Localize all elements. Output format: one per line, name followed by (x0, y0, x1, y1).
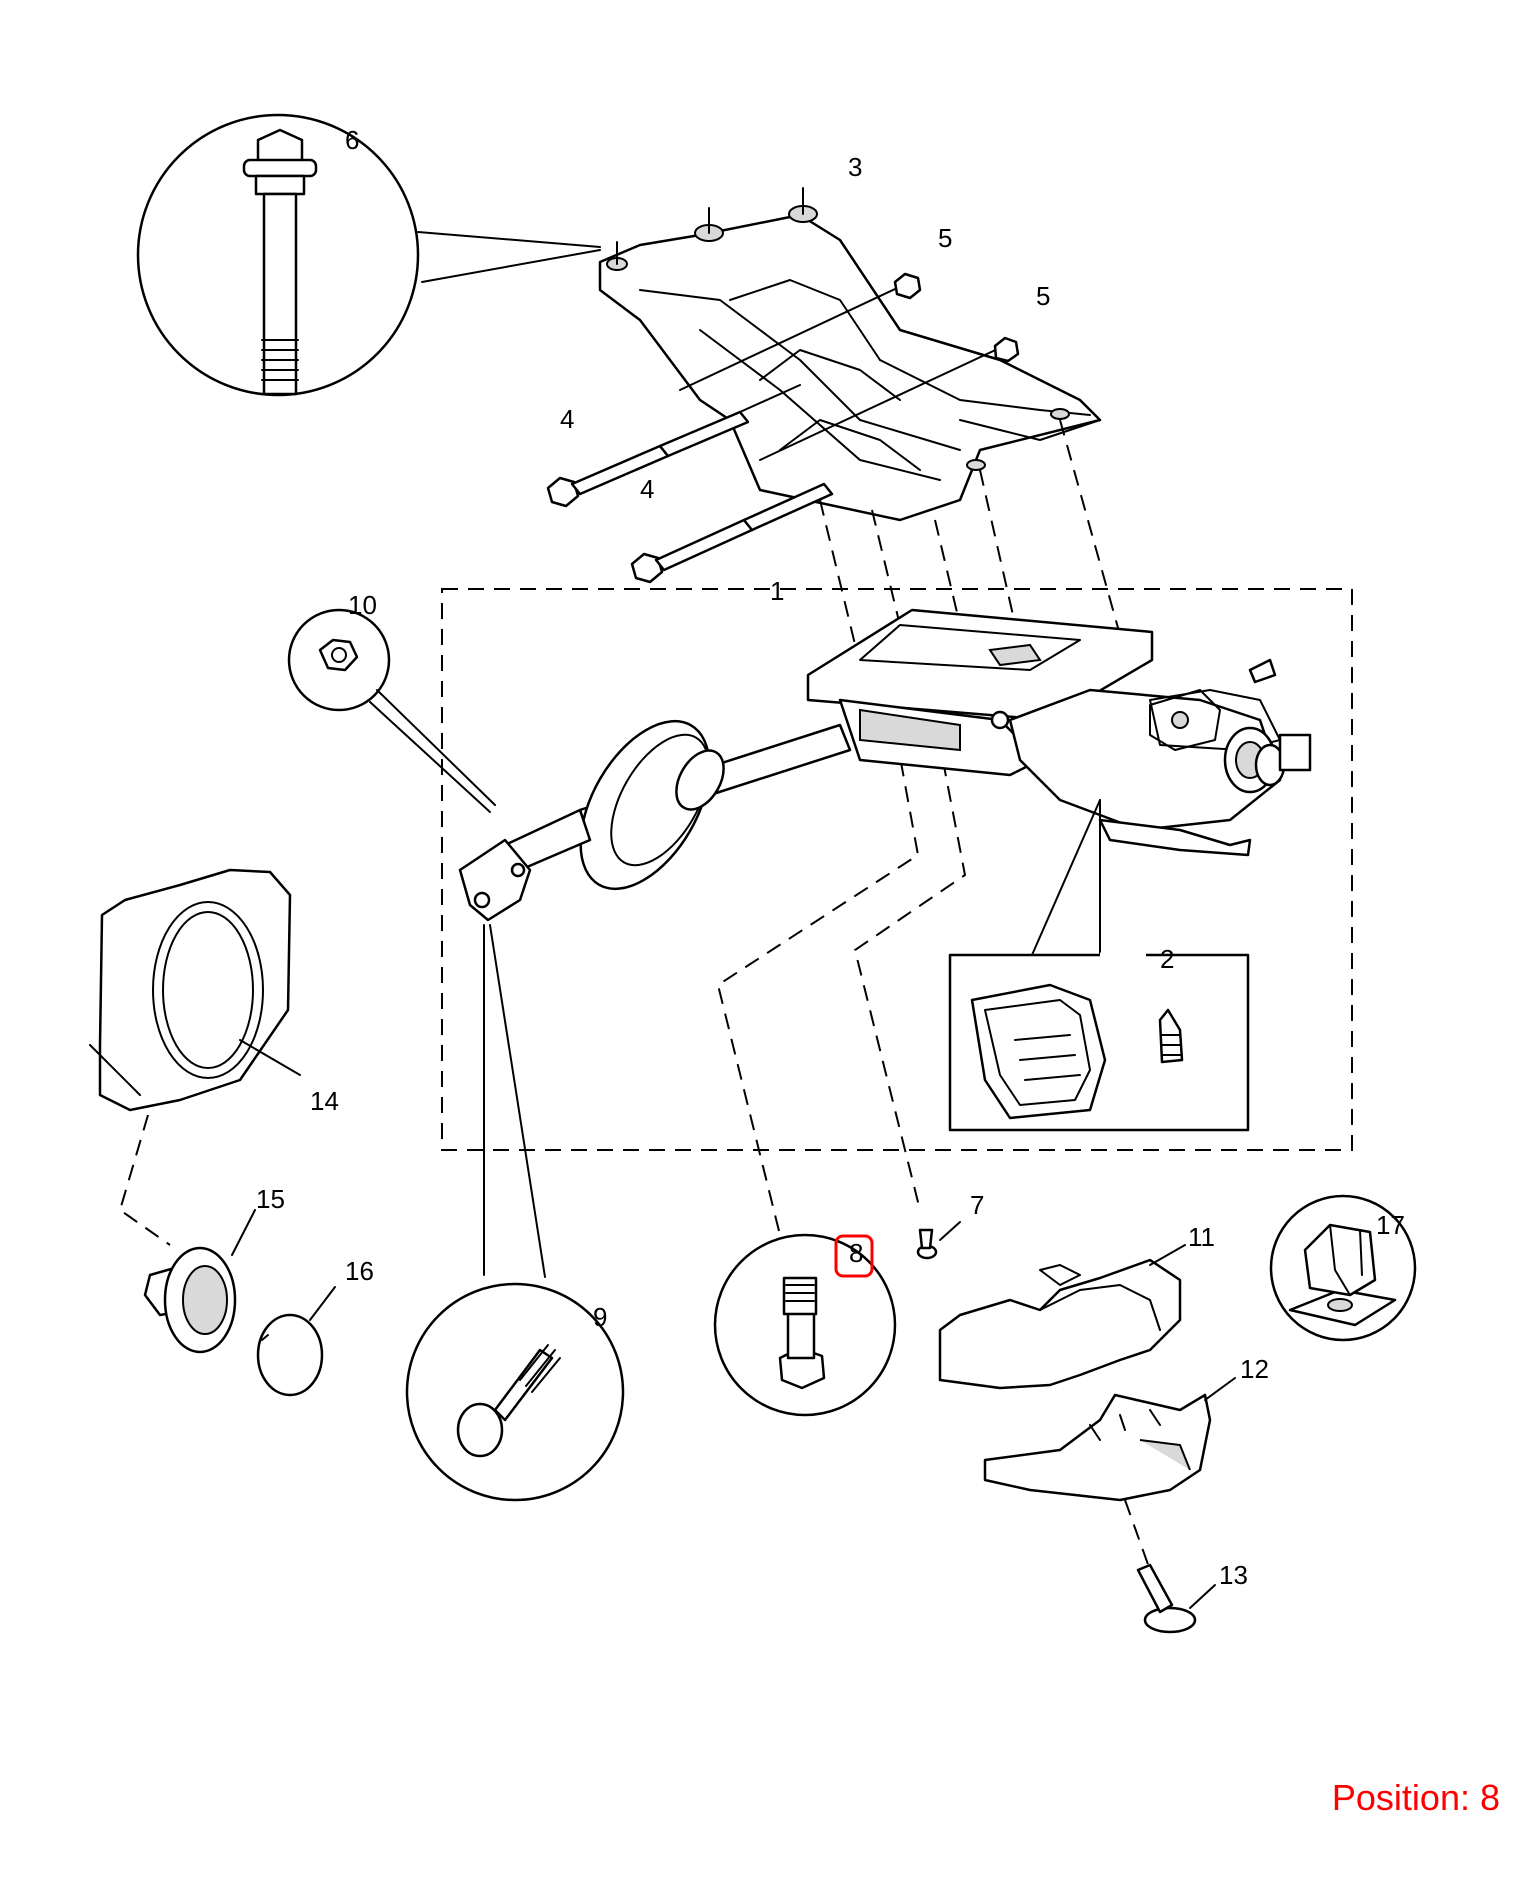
part-7-screw (916, 1221, 961, 1260)
callout-15: 15 (256, 1184, 285, 1214)
callout-8: 8 (849, 1238, 863, 1268)
detail-10-nut (287, 608, 496, 813)
bolt-4-upper (546, 384, 801, 508)
assembly-1-boundary (441, 588, 1353, 1151)
highlight-callout-8 (834, 1234, 874, 1278)
nut-5-lower (759, 336, 1020, 461)
nut-5-upper (679, 272, 922, 391)
alignment-14-15 (118, 1114, 171, 1246)
part-14-seal-plate (89, 868, 301, 1112)
callout-12: 12 (1240, 1354, 1269, 1384)
callout-10: 10 (348, 590, 377, 620)
part-15-grommet (143, 1209, 256, 1354)
callout-labels: 1 2 3 4 4 5 5 6 7 8 9 10 11 12 13 14 15 … (256, 125, 1405, 1590)
part-13-screw (1136, 1563, 1216, 1634)
callout-3: 3 (848, 152, 862, 182)
callout-17: 17 (1376, 1210, 1405, 1240)
callout-7: 7 (970, 1190, 984, 1220)
steering-column-assembly (458, 608, 1312, 922)
callout-4-lower: 4 (640, 474, 654, 504)
detail-17-clip (1269, 1194, 1417, 1342)
callout-2: 2 (1160, 944, 1174, 974)
bolt-4-lower (630, 482, 834, 584)
callout-5-lower: 5 (1036, 281, 1050, 311)
detail-6-bolt (136, 113, 601, 397)
detail-8-bolt (713, 1233, 897, 1417)
part-16-cap (256, 1286, 336, 1397)
callout-14: 14 (310, 1086, 339, 1116)
callout-11: 11 (1188, 1222, 1215, 1252)
callout-4-upper: 4 (560, 404, 574, 434)
alignment-12-13 (1124, 1499, 1151, 1571)
part-12-lower-shroud (983, 1377, 1236, 1502)
detail-9-pinch-bolt (405, 924, 625, 1502)
part-11-upper-shroud (938, 1244, 1186, 1390)
position-label: Position: 8 (1332, 1777, 1500, 1818)
callout-6: 6 (345, 125, 359, 155)
alignment-lines (716, 419, 1121, 1236)
callout-9: 9 (593, 1302, 607, 1332)
detail-2-switch (948, 799, 1250, 1132)
upper-mounting-bracket (598, 187, 1102, 522)
callout-16: 16 (345, 1256, 374, 1286)
callout-13: 13 (1219, 1560, 1248, 1590)
callout-5-upper: 5 (938, 223, 952, 253)
callout-1: 1 (770, 576, 784, 606)
